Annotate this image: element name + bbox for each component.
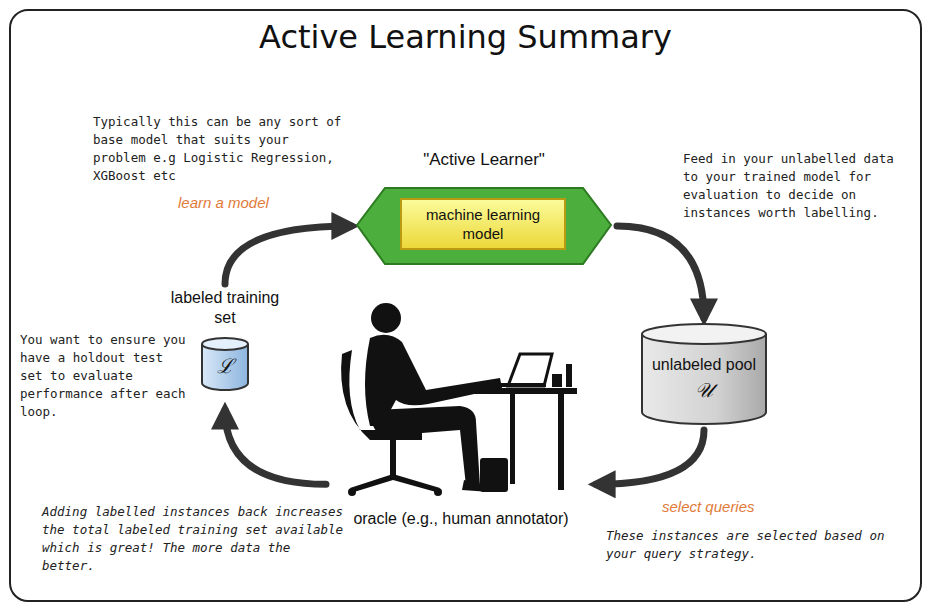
flow-arrow xyxy=(617,226,704,318)
annotation-note: Feed in your unlabelled data to your tra… xyxy=(683,150,911,222)
set-symbol: ℒ xyxy=(200,336,250,379)
node-label: unlabeled pool xyxy=(640,356,768,374)
pool-symbol: 𝒰 xyxy=(640,378,768,402)
hexagon-node: "Active Learner" machine learning model xyxy=(355,148,613,268)
annotation-note: You want to ensure you have a holdout te… xyxy=(20,331,188,421)
annotation-note: These instances are selected based on yo… xyxy=(606,527,918,563)
data-cylinder: unlabeled pool𝒰 xyxy=(640,322,768,426)
annotation-note: Typically this can be any sort of base m… xyxy=(93,113,343,185)
node-heading: "Active Learner" xyxy=(355,148,613,170)
node-label: machine learning model xyxy=(408,205,558,243)
flow-arrow xyxy=(596,430,704,484)
model-box: machine learning model xyxy=(400,198,566,250)
oracle-node: oracle (e.g., human annotator) xyxy=(330,290,592,536)
diagram-title: Active Learning Summary xyxy=(0,18,931,56)
edge-label: select queries xyxy=(660,498,757,515)
edge-label: learn a model xyxy=(176,194,271,211)
node-label: oracle (e.g., human annotator) xyxy=(330,510,592,528)
data-cylinder: labeled training setℒ xyxy=(165,288,285,406)
outer-border xyxy=(10,10,921,601)
flow-arrow xyxy=(225,410,326,484)
cylinder-shape xyxy=(640,322,768,426)
human-annotator-illustration xyxy=(330,290,592,505)
flow-arrow xyxy=(225,226,351,284)
cylinder-body: ℒ xyxy=(200,336,250,392)
node-heading: labeled training set xyxy=(165,288,285,328)
annotation-note: Adding labelled instances back increases… xyxy=(42,503,344,575)
